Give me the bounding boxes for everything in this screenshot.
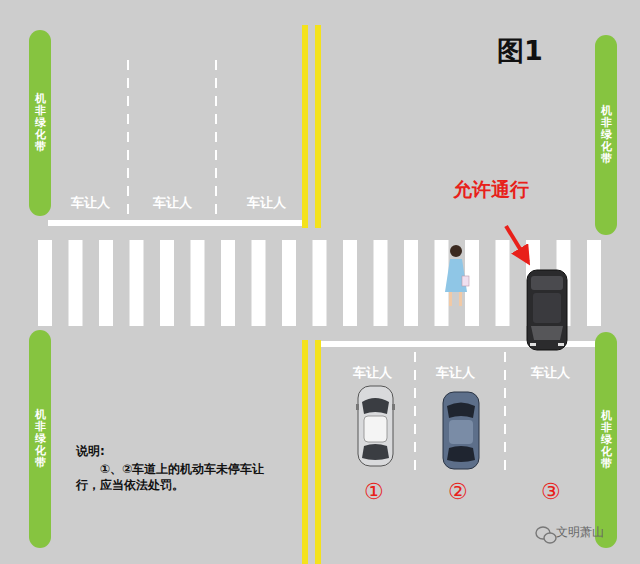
road-marking: 车让人 [436, 364, 475, 382]
car [527, 270, 567, 350]
zebra-stripe [374, 240, 388, 326]
callout-number: ③ [541, 477, 561, 507]
road-marking: 车让人 [353, 364, 392, 382]
stop-line [48, 220, 302, 226]
lane-divider [128, 60, 505, 470]
green-belt: 机非绿化带 [29, 30, 51, 216]
belt-label: 机非绿化带 [35, 409, 46, 469]
center-line [315, 25, 321, 228]
green-belt: 机非绿化带 [595, 332, 617, 548]
zebra-stripe [252, 240, 266, 326]
car [356, 386, 395, 466]
belt-label: 机非绿化带 [35, 93, 46, 153]
zebra-stripe [587, 240, 601, 326]
zebra-stripe [282, 240, 296, 326]
center-line [302, 25, 308, 228]
zebra-stripe [38, 240, 52, 326]
zebra-stripe [69, 240, 83, 326]
center-line [315, 340, 321, 564]
pointer-arrow [506, 226, 528, 262]
green-belt: 机非绿化带 [29, 330, 51, 548]
zebra-crossing [38, 240, 601, 326]
belt-label: 机非绿化带 [601, 410, 612, 470]
zebra-stripe [130, 240, 144, 326]
zebra-stripe [313, 240, 327, 326]
road-marking: 车让人 [71, 194, 110, 212]
car [443, 392, 479, 469]
center-line [302, 340, 308, 564]
zebra-stripe [191, 240, 205, 326]
road-marking: 车让人 [531, 364, 570, 382]
callout-number: ② [448, 477, 468, 507]
zebra-stripe [160, 240, 174, 326]
road-marking: 车让人 [153, 194, 192, 212]
zebra-stripe [343, 240, 357, 326]
pedestrian [445, 245, 469, 306]
figure-title: 图1 [497, 33, 543, 69]
zebra-stripe [221, 240, 235, 326]
wechat-icon [536, 527, 556, 543]
callout-text: 允许通行 [453, 177, 529, 203]
note-heading: 说明: [76, 443, 105, 459]
zebra-stripe [404, 240, 418, 326]
note-text: ①、②车道上的机动车未停车让行，应当依法处罚。 [76, 461, 272, 493]
belt-label: 机非绿化带 [601, 105, 612, 165]
road-marking: 车让人 [247, 194, 286, 212]
green-belt: 机非绿化带 [595, 35, 617, 235]
callout-number: ① [364, 477, 384, 507]
zebra-stripe [99, 240, 113, 326]
watermark: 文明萧山 [556, 524, 604, 540]
zebra-stripe [496, 240, 510, 326]
